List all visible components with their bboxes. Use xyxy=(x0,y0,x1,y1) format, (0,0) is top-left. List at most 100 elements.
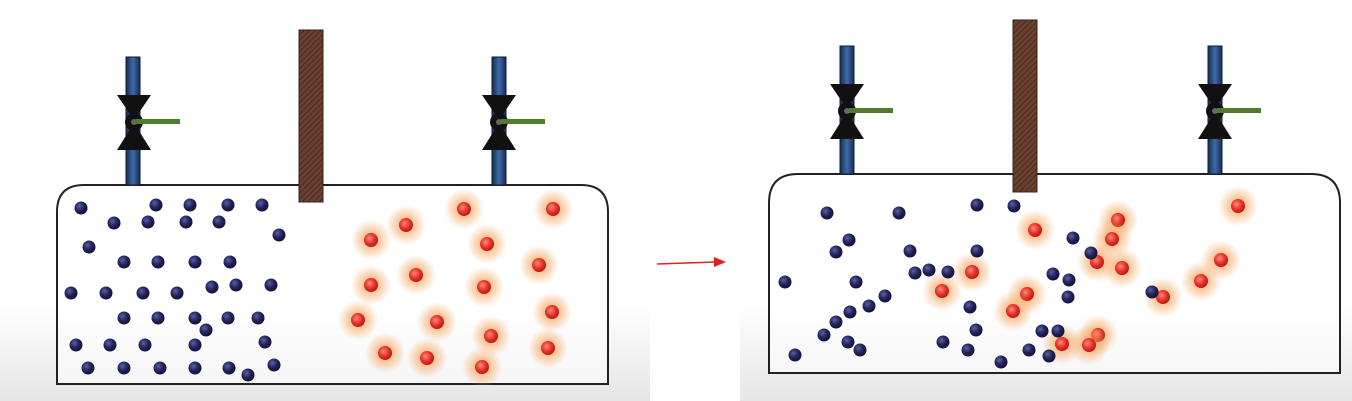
after-molecules xyxy=(778,186,1258,369)
cold-molecule xyxy=(107,216,121,230)
after-right-valve-icon[interactable] xyxy=(1198,84,1261,139)
after-partition[interactable] xyxy=(1012,19,1038,193)
cold-molecule xyxy=(81,361,95,375)
hot-molecule xyxy=(477,280,491,294)
cold-molecule xyxy=(138,338,152,352)
hot-molecule xyxy=(364,278,378,292)
cold-molecule xyxy=(778,275,792,289)
cold-molecule xyxy=(264,278,278,292)
cold-molecule xyxy=(272,228,286,242)
cold-molecule xyxy=(817,328,831,342)
before-left-valve-handle[interactable] xyxy=(136,119,180,124)
cold-molecule xyxy=(188,361,202,375)
cold-molecule xyxy=(1084,246,1098,260)
cold-molecule xyxy=(994,355,1008,369)
cold-molecule xyxy=(212,215,226,229)
cold-molecule xyxy=(74,201,88,215)
cold-molecule xyxy=(908,266,922,280)
hot-molecule xyxy=(1231,199,1245,213)
cold-molecule xyxy=(64,286,78,300)
cold-molecule xyxy=(188,255,202,269)
hot-molecule xyxy=(545,305,559,319)
cold-molecule xyxy=(255,198,269,212)
hot-molecule xyxy=(546,202,560,216)
cold-molecule xyxy=(170,286,184,300)
cold-molecule xyxy=(841,335,855,349)
after-left-valve-icon[interactable] xyxy=(830,84,893,139)
cold-molecule xyxy=(136,286,150,300)
cold-molecule xyxy=(117,361,131,375)
hot-molecule xyxy=(1055,337,1069,351)
cold-molecule xyxy=(970,244,984,258)
cold-molecule xyxy=(892,206,906,220)
cold-molecule xyxy=(222,361,236,375)
hot-molecule xyxy=(935,284,949,298)
hot-molecule xyxy=(480,237,494,251)
transition-arrow-icon xyxy=(656,257,726,267)
cold-molecule xyxy=(1066,231,1080,245)
cold-molecule xyxy=(970,198,984,212)
hot-molecule xyxy=(399,218,413,232)
cold-molecule xyxy=(842,233,856,247)
hot-molecule xyxy=(1156,290,1170,304)
before-molecules xyxy=(64,189,573,387)
cold-molecule xyxy=(221,311,235,325)
cold-molecule xyxy=(149,198,163,212)
cold-molecule xyxy=(103,338,117,352)
cold-molecule xyxy=(922,263,936,277)
hot-molecule xyxy=(484,329,498,343)
hot-molecule xyxy=(1105,232,1119,246)
hot-molecule xyxy=(1214,253,1228,267)
cold-molecule xyxy=(1061,290,1075,304)
cold-molecule xyxy=(961,343,975,357)
cold-molecule xyxy=(151,311,165,325)
cold-molecule xyxy=(903,244,917,258)
hot-molecule xyxy=(532,258,546,272)
cold-molecule xyxy=(223,255,237,269)
cold-molecule xyxy=(251,311,265,325)
cold-molecule xyxy=(1042,349,1056,363)
cold-molecule xyxy=(829,245,843,259)
cold-molecule xyxy=(853,343,867,357)
hot-molecule xyxy=(1006,304,1020,318)
hot-molecule xyxy=(364,233,378,247)
cold-molecule xyxy=(241,368,255,382)
cold-molecule xyxy=(843,305,857,319)
cold-molecule xyxy=(82,240,96,254)
cold-molecule xyxy=(941,265,955,279)
hot-molecule xyxy=(475,360,489,374)
cold-molecule xyxy=(1007,199,1021,213)
hot-molecule xyxy=(965,265,979,279)
cold-molecule xyxy=(1062,273,1076,287)
cold-molecule xyxy=(878,289,892,303)
before-left-valve-icon[interactable] xyxy=(117,95,180,150)
hot-molecule xyxy=(351,313,365,327)
cold-molecule xyxy=(1051,324,1065,338)
before-right-valve-icon[interactable] xyxy=(482,95,545,150)
hot-molecule xyxy=(457,202,471,216)
cold-molecule xyxy=(205,280,219,294)
cold-molecule xyxy=(69,338,83,352)
after-left-valve-handle[interactable] xyxy=(849,108,893,113)
cold-molecule xyxy=(1035,324,1049,338)
hot-molecule xyxy=(1028,223,1042,237)
cold-molecule xyxy=(188,311,202,325)
hot-molecule xyxy=(1115,261,1129,275)
hot-molecule xyxy=(1194,274,1208,288)
after-right-valve-handle[interactable] xyxy=(1217,108,1261,113)
before-right-valve-handle[interactable] xyxy=(501,119,545,124)
cold-molecule xyxy=(141,215,155,229)
cold-molecule xyxy=(179,215,193,229)
cold-molecule xyxy=(188,338,202,352)
cold-molecule xyxy=(117,311,131,325)
cold-molecule xyxy=(862,299,876,313)
cold-molecule xyxy=(183,198,197,212)
hot-molecule xyxy=(1082,338,1096,352)
cold-molecule xyxy=(849,275,863,289)
cold-molecule xyxy=(153,361,167,375)
before-partition[interactable] xyxy=(298,29,324,203)
cold-molecule xyxy=(151,255,165,269)
cold-molecule xyxy=(829,315,843,329)
before-container xyxy=(56,184,609,385)
